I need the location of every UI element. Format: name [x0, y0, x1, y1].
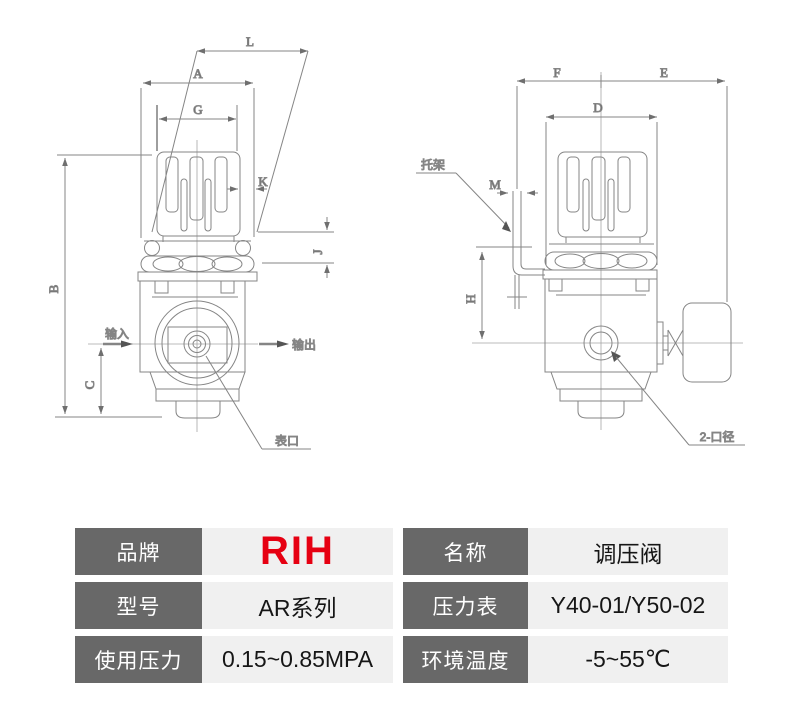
table-row: 压力表 Y40-01/Y50-02	[403, 582, 728, 629]
name-value: 调压阀	[528, 528, 728, 575]
side-flange	[542, 269, 658, 280]
dim-label-K: K	[258, 174, 268, 189]
dim-label-D: D	[593, 100, 602, 115]
spec-label-brand: 品牌	[75, 528, 202, 575]
port-size-leader	[611, 351, 745, 446]
working-pressure-value: 0.15~0.85MPA	[202, 636, 393, 683]
dim-label-B: B	[46, 284, 61, 293]
pressure-gauge	[682, 302, 732, 383]
dim-label-J: J	[310, 249, 325, 254]
spec-label-name: 名称	[403, 528, 528, 575]
side-bottom-cap	[577, 400, 625, 419]
spec-label-working-pressure: 使用压力	[75, 636, 202, 683]
front-bottom-cap	[175, 400, 221, 419]
bracket-label: 托架	[421, 158, 445, 172]
front-view: L A G K J B C 输入 输出 表口	[46, 34, 334, 450]
dim-label-A: A	[193, 66, 203, 81]
dim-H	[476, 246, 532, 339]
front-centerlines	[88, 140, 258, 432]
dim-label-C: C	[82, 381, 97, 390]
port-size-label: 2-口径	[700, 430, 735, 444]
spec-label-pressure-gauge: 压力表	[403, 582, 528, 629]
front-left-bolt	[144, 240, 160, 256]
table-row: 品牌 RIH	[75, 528, 393, 575]
table-row: 型号 AR系列	[75, 582, 393, 629]
gauge-port-label: 表口	[275, 434, 299, 448]
pressure-gauge-value: Y40-01/Y50-02	[528, 582, 728, 629]
side-knob	[557, 151, 648, 238]
input-arrow	[103, 340, 133, 348]
spec-table-right: 名称 调压阀 压力表 Y40-01/Y50-02 环境温度 -5~55℃	[403, 528, 728, 690]
dim-label-H: H	[463, 294, 478, 303]
technical-drawing: L A G K J B C 输入 输出 表口	[46, 34, 745, 450]
front-right-bolt	[235, 240, 251, 256]
dim-J	[258, 217, 334, 278]
dim-A	[140, 80, 255, 238]
model-value: AR系列	[202, 582, 393, 629]
side-view: F E D M H 托架 2-口径	[416, 65, 745, 446]
dim-D	[545, 114, 658, 265]
side-centerlines	[472, 72, 743, 430]
dim-label-E: E	[660, 65, 668, 80]
regulator-drawing-svg: L A G K J B C 输入 输出 表口	[46, 34, 745, 450]
dim-label-L: L	[246, 34, 254, 49]
front-knob	[156, 151, 241, 237]
dim-label-G: G	[193, 102, 202, 117]
front-flange	[137, 271, 258, 282]
spec-label-ambient-temp: 环境温度	[403, 636, 528, 683]
bracket-leader	[416, 172, 511, 232]
table-row: 使用压力 0.15~0.85MPA	[75, 636, 393, 683]
spec-table-left: 品牌 RIH 型号 AR系列 使用压力 0.15~0.85MPA	[75, 528, 393, 690]
ambient-temp-value: -5~55℃	[528, 636, 728, 683]
dim-label-M: M	[489, 177, 501, 192]
dim-label-F: F	[553, 65, 560, 80]
gauge-port-leader	[205, 355, 311, 450]
spec-label-model: 型号	[75, 582, 202, 629]
input-label: 输入	[105, 326, 129, 341]
table-row: 环境温度 -5~55℃	[403, 636, 728, 683]
dim-F-E	[516, 75, 728, 302]
output-label: 输出	[292, 337, 316, 352]
dim-B	[55, 154, 162, 418]
dim-L	[151, 48, 309, 233]
dim-G	[156, 105, 238, 151]
brand-value: RIH	[202, 528, 393, 575]
mounting-bracket	[507, 191, 545, 309]
table-row: 名称 调压阀	[403, 528, 728, 575]
output-arrow	[259, 340, 289, 348]
spec-tables: 品牌 RIH 型号 AR系列 使用压力 0.15~0.85MPA 名称 调压阀 …	[75, 528, 728, 690]
